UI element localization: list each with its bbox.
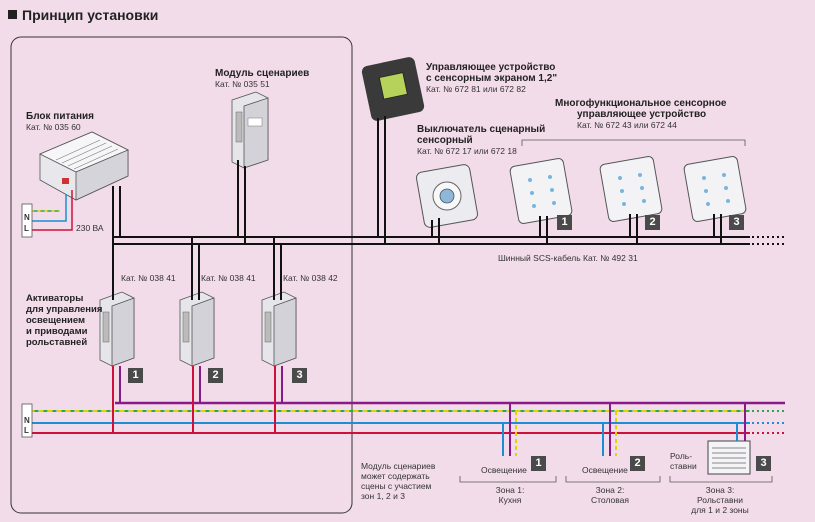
touch-controller-label: Управляющее устройство с сенсорным экран… (426, 62, 557, 95)
actuators-line: рольставней (26, 337, 88, 348)
multi-controller-title-2: управляющее устройство (577, 109, 707, 120)
actuators-line: для управления (26, 304, 103, 315)
mains-terminal-box (21, 403, 33, 438)
panel-2-badge: 2 (645, 215, 660, 230)
bus-cable-continuation (752, 236, 785, 245)
mains-n-letter: N (24, 416, 30, 425)
zone-3-line: для 1 и 2 зоны (691, 505, 749, 515)
shutter-device (707, 440, 751, 475)
power-block-title: Блок питания (26, 111, 94, 122)
zone-2-label: Зона 2: Столовая (580, 485, 640, 505)
panel-1-badge: 1 (557, 215, 572, 230)
scenario-module-label: Модуль сценариев Кат. № 035 51 (215, 68, 309, 90)
zone-3-line: Рольставни (697, 495, 743, 505)
power-n-letter: N (24, 213, 30, 222)
scenario-switch-cat: Кат. № 672 17 или 672 18 (417, 146, 517, 156)
touch-controller-title-1: Управляющее устройство (426, 62, 556, 73)
actuator-drops (112, 366, 283, 433)
zone-2-line: Зона 2: (595, 485, 625, 495)
mains-lines (30, 401, 785, 434)
multifunction-panel-3 (683, 156, 747, 222)
actuator-3-cat: Кат. № 038 42 (283, 273, 338, 283)
shutter-label: Роль- ставни (670, 451, 697, 471)
zone-1-badge: 1 (531, 456, 546, 471)
shutter-label-line: ставни (670, 461, 697, 471)
zone-2-line: Столовая (590, 495, 629, 505)
note-line: Модуль сценариев (361, 461, 436, 471)
scenario-switch-title-2: сенсорный (417, 135, 473, 146)
panel-3-badge: 3 (729, 215, 744, 230)
lighting-1-label: Освещение (481, 465, 527, 475)
zone-3-label: Зона 3: Рольставни для 1 и 2 зоны (682, 485, 758, 515)
scenario-switch-label: Выключатель сценарный сенсорный Кат. № 6… (417, 124, 545, 157)
mains-lines-continuation (752, 410, 785, 434)
actuators-line: и приводами (26, 326, 88, 337)
zone-1-label: Зона 1: Кухня (488, 485, 532, 505)
actuator-1 (99, 291, 135, 367)
multi-controller-cat: Кат. № 672 43 или 672 44 (577, 120, 677, 130)
actuator-3 (261, 291, 297, 367)
mains-l-letter: L (24, 426, 29, 435)
power-l-letter: L (24, 224, 29, 233)
scenario-switch-title-1: Выключатель сценарный (417, 124, 546, 135)
touch-controller-title-2: с сенсорным экраном 1,2" (426, 73, 558, 84)
lighting-2-label: Освещение (582, 465, 628, 475)
zone-1-line: Кухня (498, 495, 522, 505)
note-line: сцены с участием (361, 481, 432, 491)
scenario-note: Модуль сценариев может содержать сцены с… (361, 461, 435, 501)
actuator-3-badge: 3 (292, 368, 307, 383)
note-line: зон 1, 2 и 3 (361, 491, 405, 501)
multi-controller-label: Многофункциональное сенсорное управляюще… (555, 98, 727, 131)
power-block-label: Блок питания Кат. № 035 60 (26, 111, 94, 133)
actuators-line: Активаторы (26, 293, 84, 304)
touch-screen-controller-device (361, 57, 425, 121)
zone-2-badge: 2 (630, 456, 645, 471)
actuators-label: Активаторы для управления освещением и п… (26, 293, 102, 348)
bus-cable (112, 116, 750, 300)
scenario-module-device (231, 91, 269, 169)
power-block-supply-wires (30, 190, 73, 231)
page-title: Принцип установки (8, 7, 158, 23)
load-drops (502, 403, 746, 456)
note-line: может содержать (361, 471, 430, 481)
actuator-2-cat: Кат. № 038 41 (201, 273, 256, 283)
scenario-module-title: Модуль сценариев (215, 68, 310, 79)
power-terminal-box (21, 203, 33, 238)
multifunction-panel-2 (599, 156, 663, 222)
page-title-text: Принцип установки (22, 7, 159, 23)
actuator-1-badge: 1 (128, 368, 143, 383)
scenario-switch-device (415, 164, 479, 228)
actuators-line: освещением (26, 315, 86, 326)
shutter-label-line: Роль- (670, 451, 693, 461)
bus-cable-label: Шинный SCS-кабель Кат. № 492 31 (498, 253, 638, 263)
title-bullet (8, 10, 17, 19)
multi-controller-title-1: Многофункциональное сенсорное (555, 98, 727, 109)
actuator-1-cat: Кат. № 038 41 (121, 273, 176, 283)
voltage-label: 230 ВА (76, 223, 104, 233)
zone-1-line: Зона 1: (495, 485, 525, 495)
power-block-cat: Кат. № 035 60 (26, 122, 81, 132)
actuator-2 (179, 291, 215, 367)
zone-brackets (459, 476, 773, 483)
power-supply-device (39, 131, 129, 201)
zone-3-line: Зона 3: (705, 485, 735, 495)
installation-frame (10, 36, 353, 514)
multi-panel-bracket (521, 139, 746, 146)
scenario-module-cat: Кат. № 035 51 (215, 79, 270, 89)
touch-controller-cat: Кат. № 672 81 или 672 82 (426, 84, 526, 94)
zone-3-badge: 3 (756, 456, 771, 471)
actuator-2-badge: 2 (208, 368, 223, 383)
